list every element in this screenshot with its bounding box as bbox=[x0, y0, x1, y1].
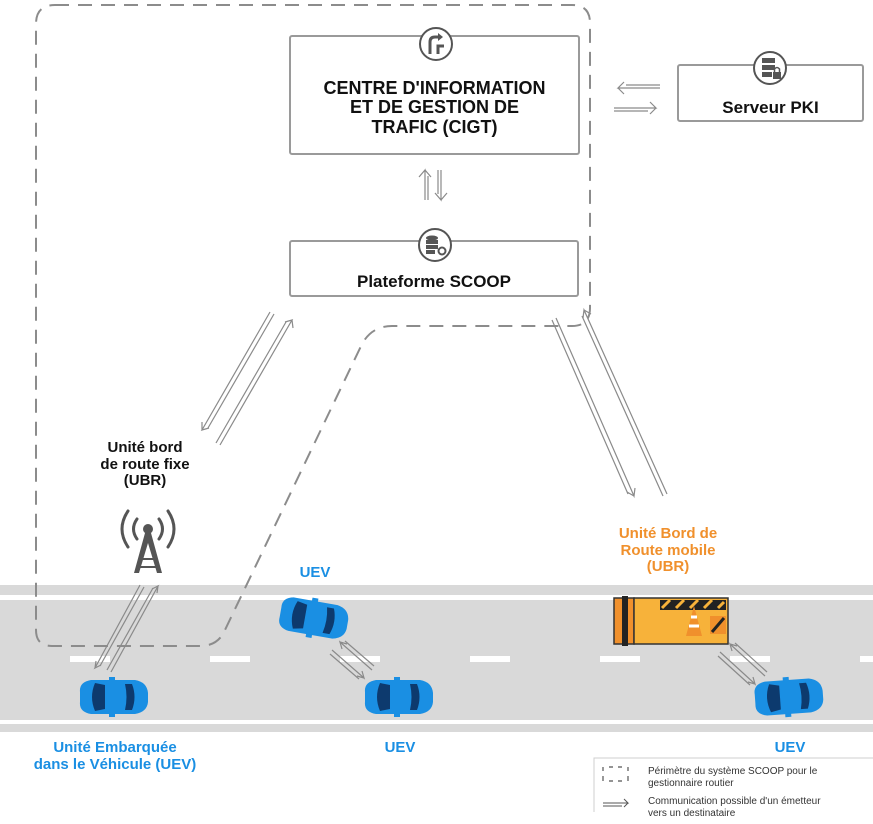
scoop-label: Plateforme SCOOP bbox=[357, 272, 511, 291]
car-icon bbox=[364, 677, 433, 717]
arrow-mobile-uev-right bbox=[717, 642, 768, 686]
arrow-ubr-fixe-uev-left bbox=[93, 584, 160, 673]
uev-bottom-right-label: UEV bbox=[774, 739, 806, 756]
cigt-label-line1: CENTRE D'INFORMATION bbox=[323, 78, 546, 98]
arrow-cigt-pki bbox=[614, 81, 660, 115]
car-icon bbox=[79, 677, 148, 717]
uev-left-label: Unité Embarquée dans le Véhicule (UEV) bbox=[10, 739, 220, 773]
legend-graphics bbox=[593, 757, 873, 812]
legend-perimeter-line1: Périmètre du système SCOOP pour le bbox=[648, 766, 818, 777]
cigt-label-line2: ET DE GESTION DE bbox=[349, 97, 520, 118]
ubr-mobile-label-line2: Route mobile bbox=[620, 541, 716, 559]
ubr-fixe-label-line3: (UBR) bbox=[123, 472, 167, 489]
legend-communication-text: Communication possible d'un émetteur ver… bbox=[648, 796, 821, 819]
cigt-label: CENTRE D'INFORMATION ET DE GESTION DE TR… bbox=[291, 78, 578, 137]
traffic-route-icon bbox=[419, 27, 453, 61]
pki-label: Serveur PKI bbox=[722, 98, 819, 117]
ubr-mobile-label-line3: (UBR) bbox=[646, 558, 690, 575]
ubr-fixe-label-line1: Unité bord bbox=[107, 439, 183, 456]
road-curb-top bbox=[0, 585, 873, 595]
ubr-mobile-label-line1: Unité Bord de bbox=[618, 525, 718, 542]
cigt-label-line3: TRAFIC (CIGT) bbox=[371, 116, 498, 137]
arrow-scoop-ubr-fixe bbox=[200, 311, 294, 446]
antenna-tower-icon bbox=[120, 509, 176, 573]
ubr-fixe-label: Unité bord de route fixe (UBR) bbox=[80, 439, 210, 490]
communication-arrows bbox=[93, 81, 768, 686]
uev-left-label-line1: Unité Embarquée bbox=[53, 739, 177, 756]
legend-communication-line2: vers un destinataire bbox=[648, 807, 736, 819]
ubr-fixe-label-line2: de route fixe bbox=[100, 455, 190, 473]
uev-left-label-line2: dans le Véhicule (UEV) bbox=[33, 755, 197, 773]
uev-bottom-middle-label: UEV bbox=[384, 739, 416, 756]
legend-communication-line1: Communication possible d'un émetteur bbox=[648, 796, 821, 807]
arrow-cigt-scoop bbox=[418, 168, 448, 202]
road-curb-bottom bbox=[0, 724, 873, 732]
server-lock-icon bbox=[753, 51, 787, 85]
legend-perimeter-line2: gestionnaire routier bbox=[648, 777, 734, 789]
database-gear-icon bbox=[418, 228, 452, 262]
arrow-scoop-ubr-mobile bbox=[551, 307, 668, 499]
legend-perimeter-text: Périmètre du système SCOOP pour le gesti… bbox=[648, 766, 817, 789]
roadwork-trailer-icon bbox=[613, 596, 729, 646]
ubr-mobile-label: Unité Bord de Route mobile (UBR) bbox=[598, 525, 738, 576]
uev-top-label: UEV bbox=[299, 564, 331, 581]
scoop-perimeter bbox=[35, 4, 591, 647]
arrow-uev-uev bbox=[329, 640, 375, 680]
